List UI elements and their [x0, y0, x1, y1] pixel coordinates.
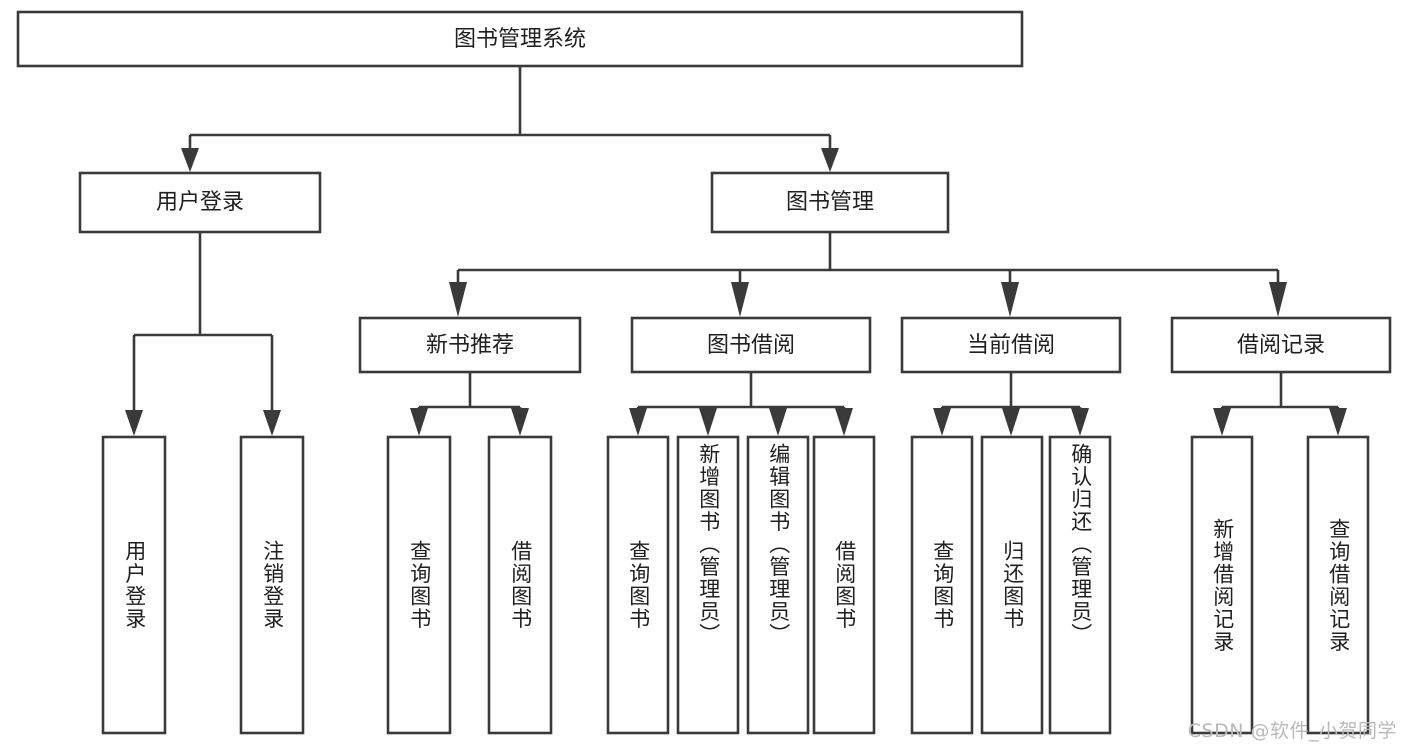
borrow-record-label: 借阅记录: [1237, 333, 1325, 358]
leaf-box-edit-book[interactable]: [746, 435, 810, 735]
node-current-borrow[interactable]: 当前借阅: [900, 316, 1122, 374]
root-label: 图书管理系统: [454, 27, 586, 52]
arrow-root-to-user-login: [181, 148, 199, 172]
leaf-box-query-book-a[interactable]: [386, 435, 452, 735]
borrow-record-box[interactable]: [1170, 316, 1392, 374]
arrow-to-leaf-query-book-b: [629, 408, 647, 436]
edge-layer: [125, 66, 1347, 436]
node-new-book-recommend[interactable]: 新书推荐: [358, 316, 582, 374]
leaf-box-query-borrow-record[interactable]: [1306, 435, 1370, 735]
arrow-to-borrow-record: [1269, 282, 1287, 317]
arrow-to-leaf-query-borrow-record: [1329, 408, 1347, 436]
leaf-box-add-book[interactable]: [676, 435, 740, 735]
node-book-management[interactable]: 图书管理: [710, 171, 950, 234]
leaf-box-query-book-c[interactable]: [910, 435, 974, 735]
new-book-recommend-label: 新书推荐: [426, 333, 514, 358]
arrow-to-leaf-query-book-c: [933, 408, 951, 436]
root-box[interactable]: [16, 10, 1024, 68]
node-root-book-management-system[interactable]: 图书管理系统: [16, 10, 1024, 68]
arrow-to-leaf-confirm-return: [1071, 408, 1089, 436]
node-borrow-record[interactable]: 借阅记录: [1170, 316, 1392, 374]
leaf-box-user-login[interactable]: [101, 435, 167, 735]
arrow-to-leaf-user-login: [125, 410, 143, 436]
leaf-box-logout[interactable]: [239, 435, 305, 735]
arrow-to-new-book-recommend: [449, 282, 467, 317]
arrow-to-leaf-borrow-book-b: [835, 408, 853, 436]
arrow-to-leaf-borrow-book-a: [511, 408, 529, 436]
arrow-to-leaf-edit-book: [769, 408, 787, 436]
arrow-to-leaf-logout: [263, 410, 281, 436]
book-management-label: 图书管理: [786, 190, 874, 215]
arrow-to-leaf-add-borrow-record: [1213, 408, 1231, 436]
arrow-to-book-borrow: [731, 282, 749, 317]
new-book-recommend-box[interactable]: [358, 316, 582, 374]
leaf-box-layer: [101, 435, 1370, 735]
watermark: CSDN @软件_小贺同学: [1187, 720, 1397, 742]
leaf-box-borrow-book-b[interactable]: [812, 435, 876, 735]
arrow-root-to-book-manage: [821, 148, 839, 172]
current-borrow-label: 当前借阅: [967, 333, 1055, 358]
book-borrow-label: 图书借阅: [707, 333, 795, 358]
leaf-box-query-book-b[interactable]: [606, 435, 670, 735]
leaf-box-return-book[interactable]: [980, 435, 1044, 735]
node-user-login[interactable]: 用户登录: [78, 171, 322, 234]
arrow-to-leaf-add-book: [699, 408, 717, 436]
arrow-to-current-borrow: [1001, 282, 1019, 317]
user-login-box[interactable]: [78, 171, 322, 234]
user-login-label: 用户登录: [156, 190, 244, 215]
arrow-to-leaf-query-book-a: [410, 408, 428, 436]
leaf-box-borrow-book-a[interactable]: [487, 435, 553, 735]
leaf-box-confirm-return[interactable]: [1048, 435, 1112, 735]
arrow-to-leaf-return-book: [1002, 408, 1020, 436]
leaf-box-add-borrow-record[interactable]: [1190, 435, 1254, 735]
current-borrow-box[interactable]: [900, 316, 1122, 374]
book-borrow-box[interactable]: [630, 316, 872, 374]
node-book-borrow[interactable]: 图书借阅: [630, 316, 872, 374]
book-management-box[interactable]: [710, 171, 950, 234]
